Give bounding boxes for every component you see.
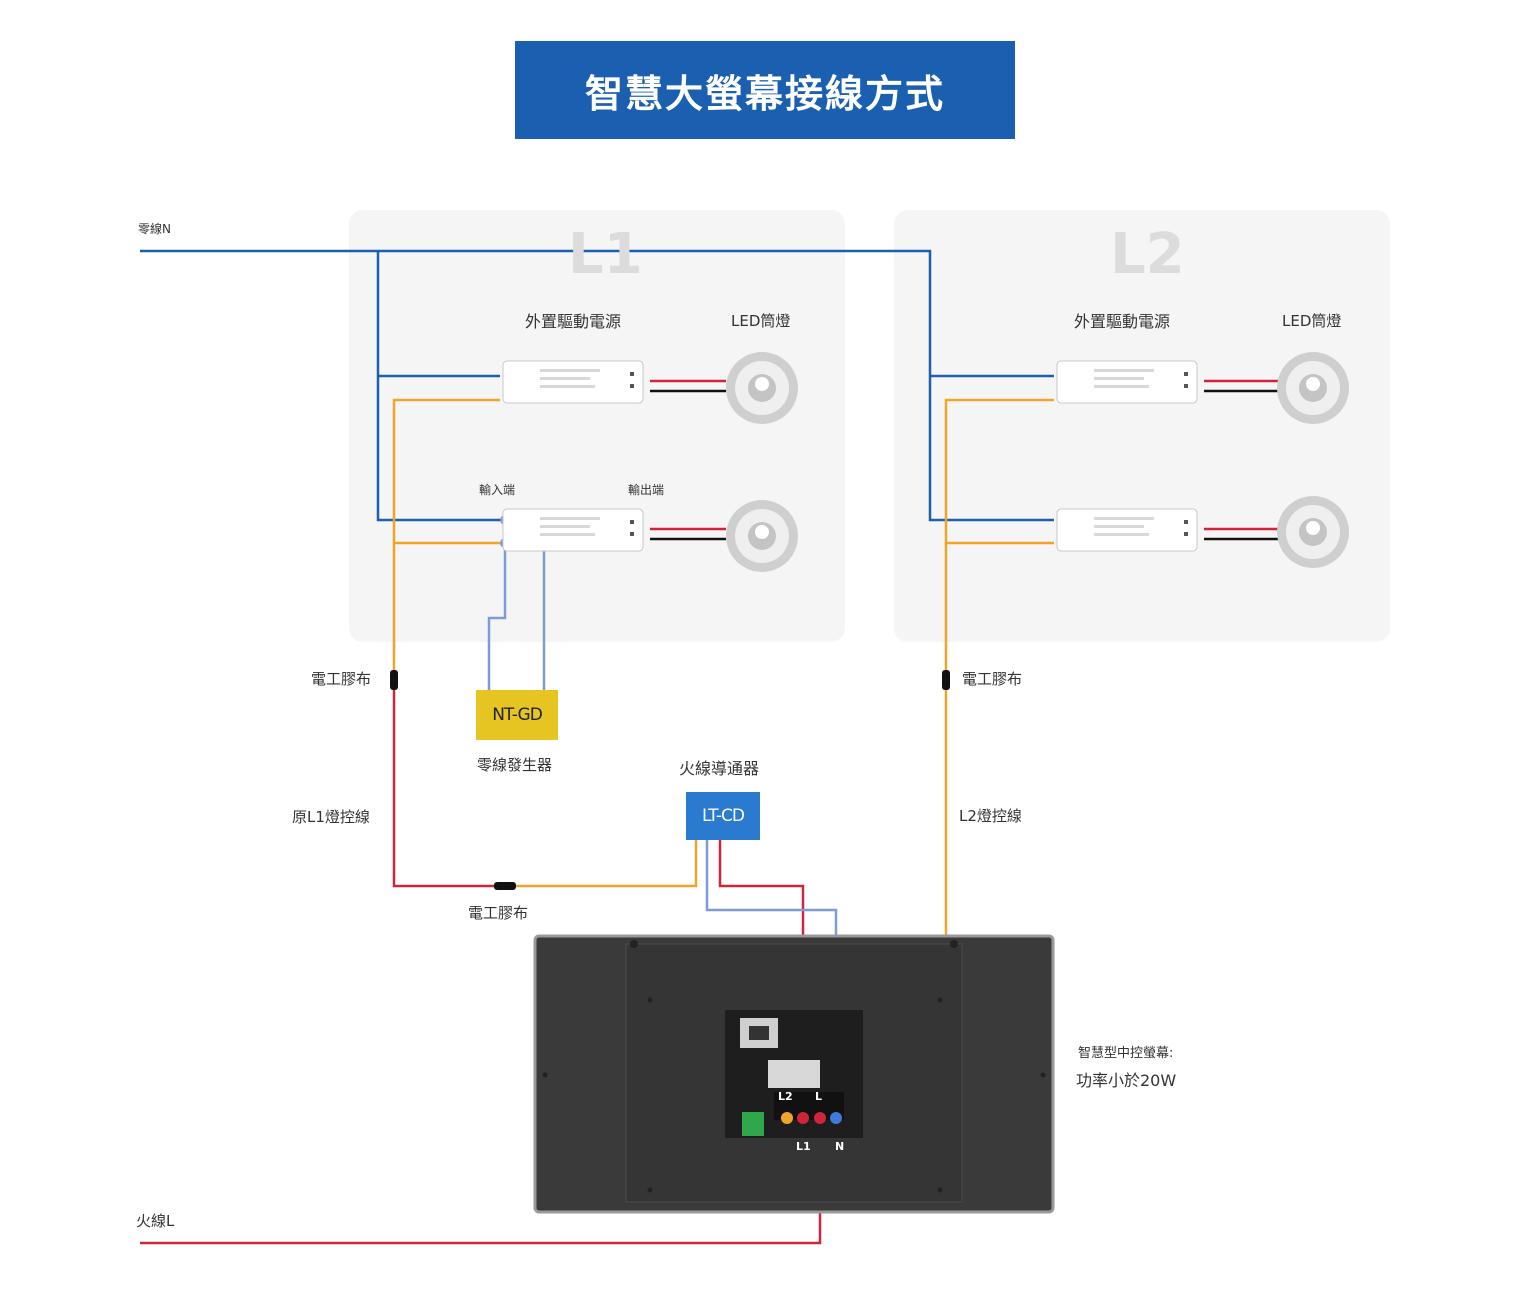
tape-mark-left: [390, 670, 398, 690]
lamp-wires: [650, 379, 1278, 541]
terminal-l2-label: L2: [778, 1090, 793, 1103]
driver-l1-bottom: [502, 508, 644, 552]
tape-label-right: 電工膠布: [962, 670, 1023, 688]
ltcd-code: LT-CD: [701, 806, 745, 826]
l1-control-line-label: 原L1燈控線: [292, 808, 370, 826]
input-port-label: 輸入端: [479, 483, 516, 497]
page-title: 智慧大螢幕接線方式: [515, 41, 1015, 139]
neutral-line-label: 零線N: [138, 222, 171, 236]
led-lamp-l1-bottom: [726, 500, 798, 572]
driver-label-l2: 外置驅動電源: [1074, 312, 1171, 331]
l2-control-line-label: L2燈控線: [959, 807, 1022, 825]
panel-l2: [894, 210, 1390, 642]
led-lamp-l2-bottom: [1277, 496, 1349, 568]
terminal-n-dot: [830, 1112, 842, 1124]
smart-screen: [533, 934, 1055, 1214]
ltcd-name: 火線導通器: [679, 759, 760, 778]
driver-l1-top: [502, 360, 644, 404]
terminal-l-label: L: [815, 1090, 823, 1103]
tape-label-left: 電工膠布: [311, 670, 372, 688]
tape-mark-right: [942, 670, 950, 690]
terminal-n-label: N: [835, 1140, 845, 1153]
ntgd-box: [476, 690, 558, 740]
neutral-wires: [140, 249, 1054, 522]
ntgd-code: NT-GD: [492, 705, 543, 725]
terminal-l1-dot: [797, 1112, 809, 1124]
terminal-l1-label: L1: [796, 1140, 811, 1153]
terminal-l-dot: [814, 1112, 826, 1124]
ntgd-name: 零線發生器: [477, 756, 553, 774]
panel-l2-letter: L2: [1110, 222, 1185, 287]
output-port-label: 輸出端: [628, 483, 665, 497]
panel-l1-letter: L1: [568, 222, 643, 287]
led-lamp-l1-top: [726, 352, 798, 424]
tape-label-bottom: 電工膠布: [468, 904, 529, 922]
screen-desc-line2: 功率小於20W: [1076, 1071, 1177, 1090]
driver-l2-bottom: [1056, 508, 1198, 552]
lamp-label-l1: LED筒燈: [731, 312, 791, 330]
tape-mark-bottom: [494, 882, 516, 890]
live-line-label: 火線L: [136, 1212, 175, 1230]
terminal-l2-dot: [781, 1112, 793, 1124]
driver-l2-top: [1056, 360, 1198, 404]
panel-l1: [349, 210, 845, 642]
screen-desc-line1: 智慧型中控螢幕:: [1078, 1046, 1174, 1061]
lamp-label-l2: LED筒燈: [1282, 312, 1342, 330]
led-lamp-l2-top: [1277, 352, 1349, 424]
ltcd-box: [686, 792, 760, 840]
driver-label-l1: 外置驅動電源: [525, 312, 622, 331]
